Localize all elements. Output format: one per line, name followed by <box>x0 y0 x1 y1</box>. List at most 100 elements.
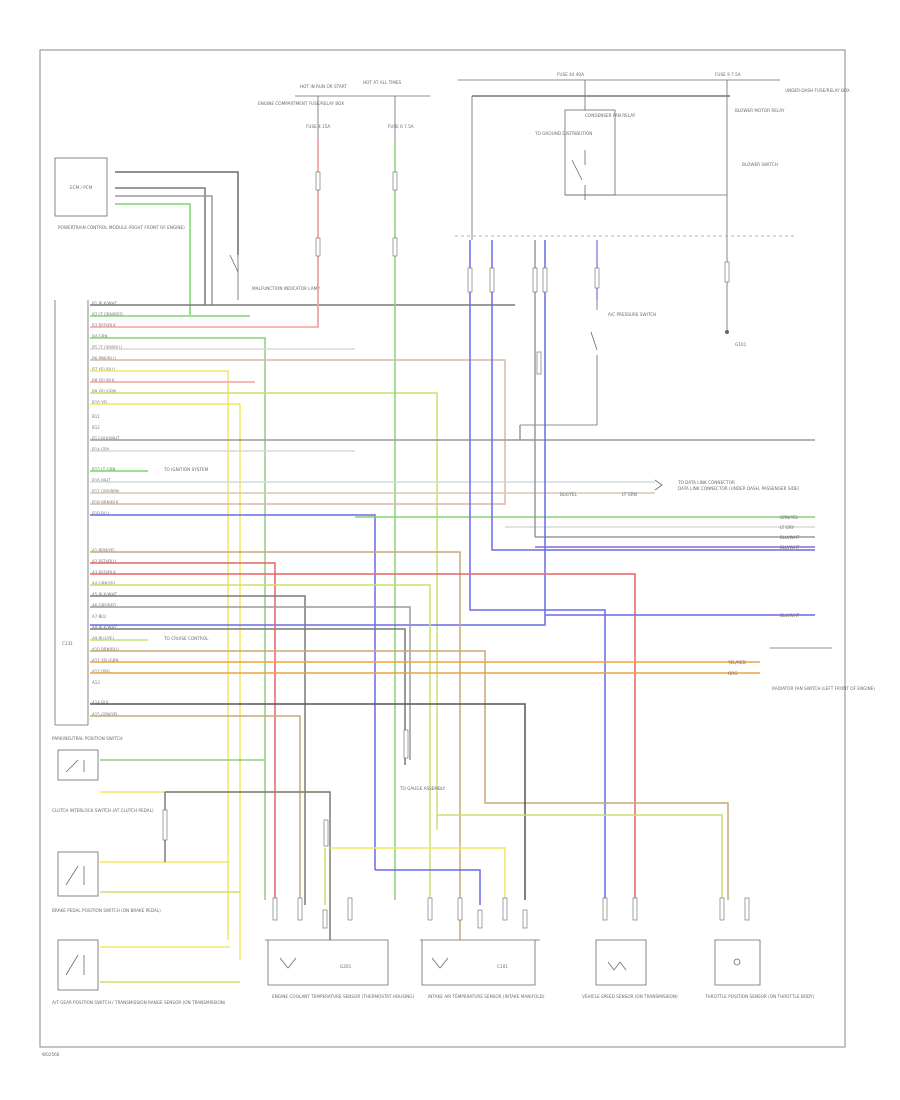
pin-label: A13 <box>92 680 100 685</box>
sensor-icon <box>279 957 297 969</box>
switch-contact-icon <box>65 954 85 976</box>
diagram-code: W02566 <box>42 1052 60 1057</box>
right-wire-labels: GRN/YEL LT GRY BLU/WHT BLU/WHT BLU/WHT Y… <box>727 515 875 691</box>
switch-contact-icon <box>65 865 85 886</box>
ground-g101-label: G101 <box>735 342 747 347</box>
mil-lamp-icon <box>229 175 239 300</box>
iat-sensor-label: INTAKE AIR TEMPERATURE SENSOR (INTAKE MA… <box>428 994 545 999</box>
pin-label: B18 BRN/BLK <box>92 500 119 505</box>
ecm-module: ECM / PCM POWERTRAIN CONTROL MODULE (RIG… <box>54 157 185 726</box>
ecm-pins-group-b: B11 B12 B13 BLK/WHT B14 GRY <box>92 414 120 452</box>
right-wire-label: BLU/WHT <box>780 545 800 550</box>
ecm-pins-group-a: B1 BLK/WHT B2 LT GRN/RED B3 RED/BLK B4 G… <box>92 301 123 405</box>
pin-label: B4 GRN <box>92 334 107 339</box>
to-cruise-label: TO CRUISE CONTROL <box>163 636 209 641</box>
blower-relay-label: BLOWER MOTOR RELAY <box>735 108 785 113</box>
pin-label: B3 RED/BLK <box>92 323 116 328</box>
connector-markers <box>162 171 730 847</box>
radiator-switch-label: RADIATOR FAN SWITCH (LEFT FRONT OF ENGIN… <box>772 686 875 691</box>
pin-label: B15 LT GRN <box>92 467 115 472</box>
hot-run-label: HOT IN RUN OR START <box>300 84 347 89</box>
pin-label: B13 BLK/WHT <box>92 436 120 441</box>
ecm-inner-label: ECM / PCM <box>70 185 93 190</box>
fuse-6-label: FUSE 6 7.5A <box>388 124 414 129</box>
pin-label: B10 YEL <box>92 400 109 405</box>
brake-switch-box <box>57 851 99 897</box>
mid-wire-label: LT GRN <box>622 492 637 497</box>
condenser-relay-box <box>564 109 616 196</box>
pin-label: A5 BLK/WHT <box>92 592 117 597</box>
switch-contact-icon <box>65 759 85 773</box>
pin-label: A6 GRY/RED <box>92 603 116 608</box>
fuse-44-label: FUSE 44 40A <box>557 72 584 77</box>
range-sensor-box <box>57 939 99 991</box>
ac-pressure-label: A/C PRESSURE SWITCH <box>608 312 656 317</box>
data-link-block: BLK/YEL LT GRN TO DATA LINK CONNECTOR DA… <box>560 479 800 497</box>
right-wire-label: ORG <box>728 671 737 676</box>
fuse-9-label: FUSE 9 7.5A <box>715 72 741 77</box>
right-wire-label: BLU/WHT <box>780 613 800 618</box>
range-sensor-label: A/T GEAR POSITION SWITCH / TRANSMISSION … <box>52 1000 226 1005</box>
vss-sensor-outline <box>595 939 647 986</box>
blower-switch-label: BLOWER SWITCH <box>742 162 778 167</box>
pin-label: A11 YEL/GRN <box>92 658 119 663</box>
clutch-switch-box <box>57 749 99 781</box>
iat-sensor-outline <box>420 939 540 986</box>
hot-always-label: HOT AT ALL TIMES <box>363 80 402 85</box>
pin-label: B1 BLK/WHT <box>92 301 117 306</box>
ecm-pins-group-d: A1 BRN/YEL A2 RED/BLU A3 RED/BLK A4 GRN/… <box>92 548 119 717</box>
ecm-pins-group-c: B15 LT GRN B16 WHT B17 GRY/BRN B18 BRN/B… <box>92 467 119 516</box>
right-wire-label: GRN/YEL <box>780 515 799 520</box>
pin-label: A2 RED/BLU <box>92 559 116 564</box>
pin-label: B7 YEL/BLU <box>92 367 115 372</box>
to-gauge-label: TO GAUGE ASSEMBLY <box>399 786 446 791</box>
tps-sensor-outline <box>714 939 761 986</box>
mil-label: MALFUNCTION INDICATOR LAMP <box>252 286 320 291</box>
pin-label: A10 BRN/BLU <box>92 647 119 652</box>
pin-label: A12 ORG <box>92 669 110 674</box>
pin-label: B2 LT GRN/RED <box>92 312 123 317</box>
pin-label: B19 BLU <box>92 511 109 516</box>
pin-label: A7 BLU <box>92 614 106 619</box>
ecm-inner-box <box>54 157 108 217</box>
ground-label: G201 <box>340 964 352 969</box>
ecm-description: POWERTRAIN CONTROL MODULE (RIGHT FRONT O… <box>58 225 185 230</box>
vss-sensor-label: VEHICLE SPEED SENSOR (ON TRANSMISSION) <box>582 994 678 999</box>
ground-dot <box>725 330 729 334</box>
sensor-connector-label: C101 <box>497 964 508 969</box>
pin-label: B6 PNK/BLU <box>92 356 116 361</box>
arrow-right-icon <box>654 479 663 491</box>
left-switches: PARK/NEUTRAL POSITION SWITCH CLUTCH INTE… <box>52 736 226 1005</box>
pin-label: B8 YEL/BLK <box>92 378 115 383</box>
clutch-switch-label: CLUTCH INTERLOCK SWITCH (AT CLUTCH PEDAL… <box>52 808 154 813</box>
pin-label: A15 GRN/YEL <box>92 712 119 717</box>
pressure-switch-icon <box>590 300 598 425</box>
pin-label: B14 GRY <box>92 447 110 452</box>
brake-switch-label: BRAKE PEDAL POSITION SWITCH (ON BRAKE PE… <box>52 908 161 913</box>
pin-label: A14 BLK <box>92 700 109 705</box>
right-wire-label: LT GRY <box>780 525 795 530</box>
pin-label: A3 RED/BLK <box>92 570 116 575</box>
data-link-label: TO DATA LINK CONNECTOR <box>677 480 735 485</box>
mid-wire-label: BLK/YEL <box>560 492 578 497</box>
dash-fuse-label: UNDER-DASH FUSE/RELAY BOX <box>785 88 850 93</box>
pin-label: A8 BLK/WHT <box>92 625 117 630</box>
inhibitor-label: PARK/NEUTRAL POSITION SWITCH <box>52 736 123 741</box>
condenser-relay-label: CONDENSER FAN RELAY <box>585 113 636 118</box>
pin-label: B5 LT GRN/BLU <box>92 345 122 350</box>
ecm-connector-label: C131 <box>62 641 73 646</box>
ect-sensor-label: ENGINE COOLANT TEMPERATURE SENSOR (THERM… <box>272 994 415 999</box>
sensor-icon <box>431 957 449 969</box>
pin-label: B16 WHT <box>92 478 111 483</box>
pin-label: A1 BRN/YEL <box>92 548 116 553</box>
right-wire-label: YEL/RED <box>727 660 746 665</box>
pin-label: B17 GRY/BRN <box>92 489 119 494</box>
tps-sensor-label: THROTTLE POSITION SENSOR (ON THROTTLE BO… <box>704 994 814 999</box>
sensor-icon <box>607 961 627 971</box>
pin-label: B11 <box>92 414 100 419</box>
right-wire-label: BLU/WHT <box>780 535 800 540</box>
pin-label: B12 <box>92 425 100 430</box>
fuse-box-label: ENGINE COMPARTMENT FUSE/RELAY BOX <box>258 101 344 106</box>
pin-label: A4 GRN/YEL <box>92 581 117 586</box>
